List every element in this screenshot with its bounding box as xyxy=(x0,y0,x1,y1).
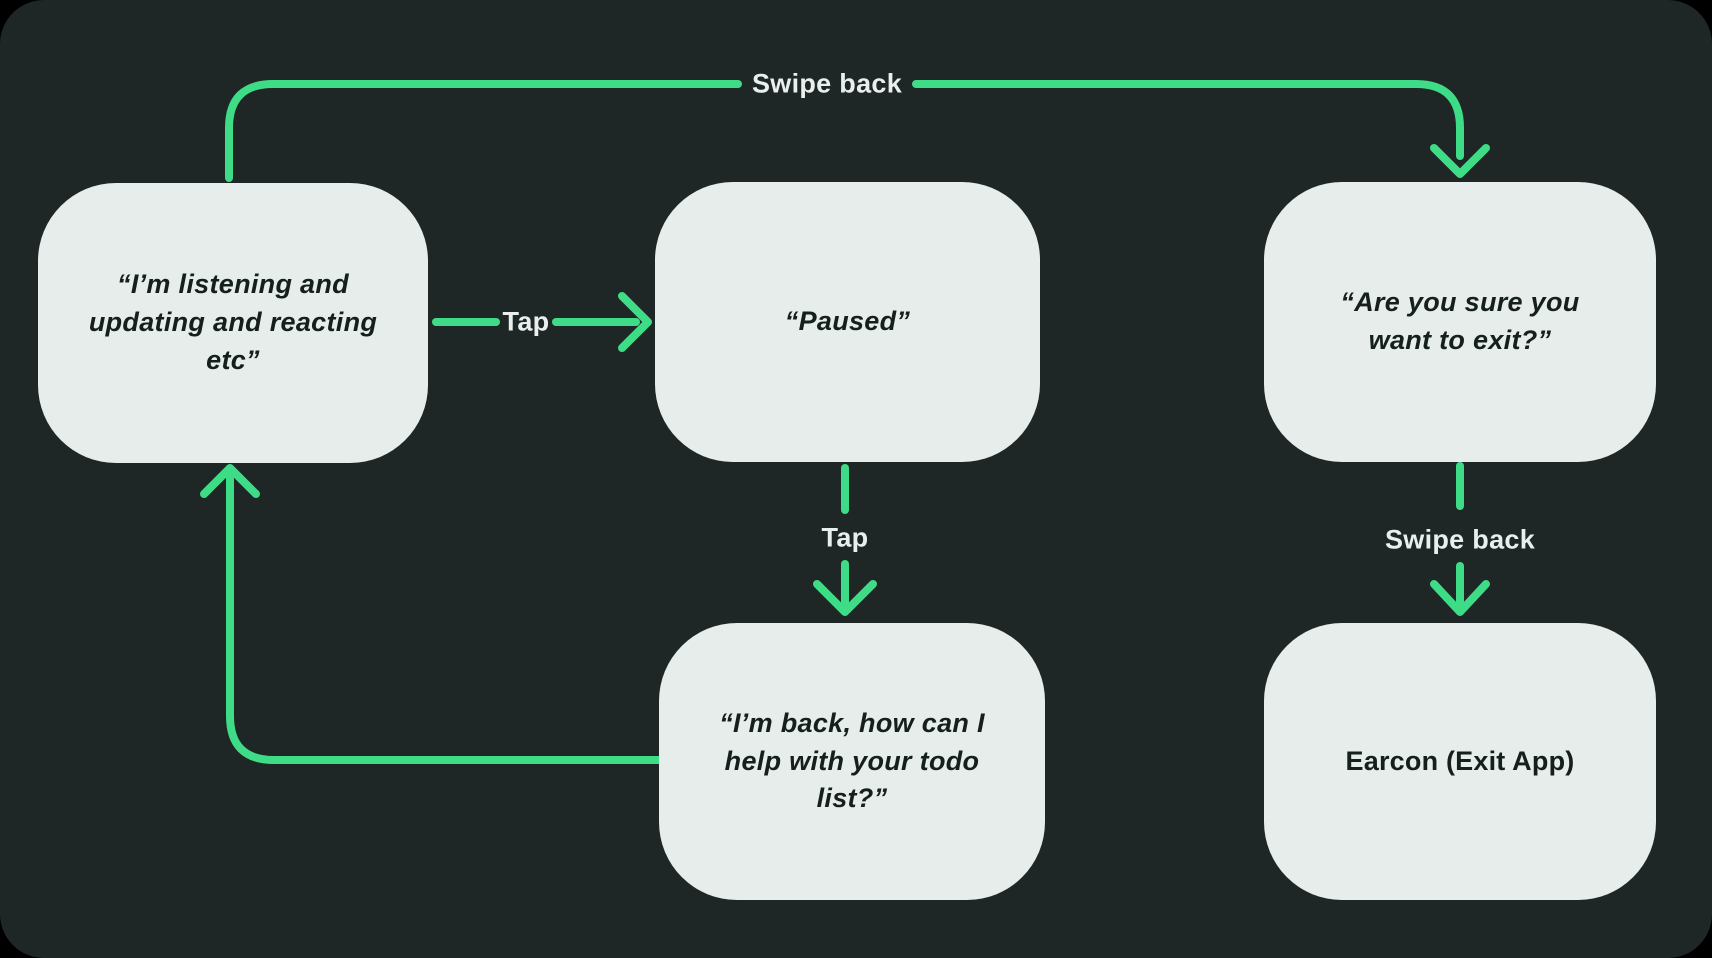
arrowhead-into-listening xyxy=(200,464,260,498)
node-label: “I’m listening and updating and reacting… xyxy=(88,269,378,375)
edge-label-swipe-back-top: Swipe back xyxy=(751,68,903,99)
arrowhead-into-earcon xyxy=(1430,580,1490,616)
edge-label-tap-right: Tap xyxy=(502,306,550,337)
node-label: “Paused” xyxy=(784,306,911,337)
arrowhead-into-exit-confirm xyxy=(1430,144,1490,178)
node-back-todo: “I’m back, how can I help with your todo… xyxy=(659,623,1045,900)
node-earcon-exit: Earcon (Exit App) xyxy=(1264,623,1656,900)
node-exit-confirm: “Are you sure you want to exit?” xyxy=(1264,182,1656,462)
arrowhead-into-paused xyxy=(618,292,652,352)
edge-label-swipe-back-right: Swipe back xyxy=(1384,524,1536,555)
edge-label-tap-down: Tap xyxy=(821,522,869,553)
node-paused: “Paused” xyxy=(655,182,1040,462)
node-label: Earcon (Exit App) xyxy=(1345,745,1575,776)
edge-swipe-back-top-right xyxy=(912,80,1464,160)
edge-swipe-back-top-left xyxy=(225,80,742,182)
node-label: “Are you sure you want to exit?” xyxy=(1340,287,1580,355)
node-listening: “I’m listening and updating and reacting… xyxy=(38,183,428,463)
arrowhead-into-back-todo xyxy=(813,580,877,616)
node-label: “I’m back, how can I help with your todo… xyxy=(719,707,985,814)
edge-loop-back xyxy=(226,468,663,764)
